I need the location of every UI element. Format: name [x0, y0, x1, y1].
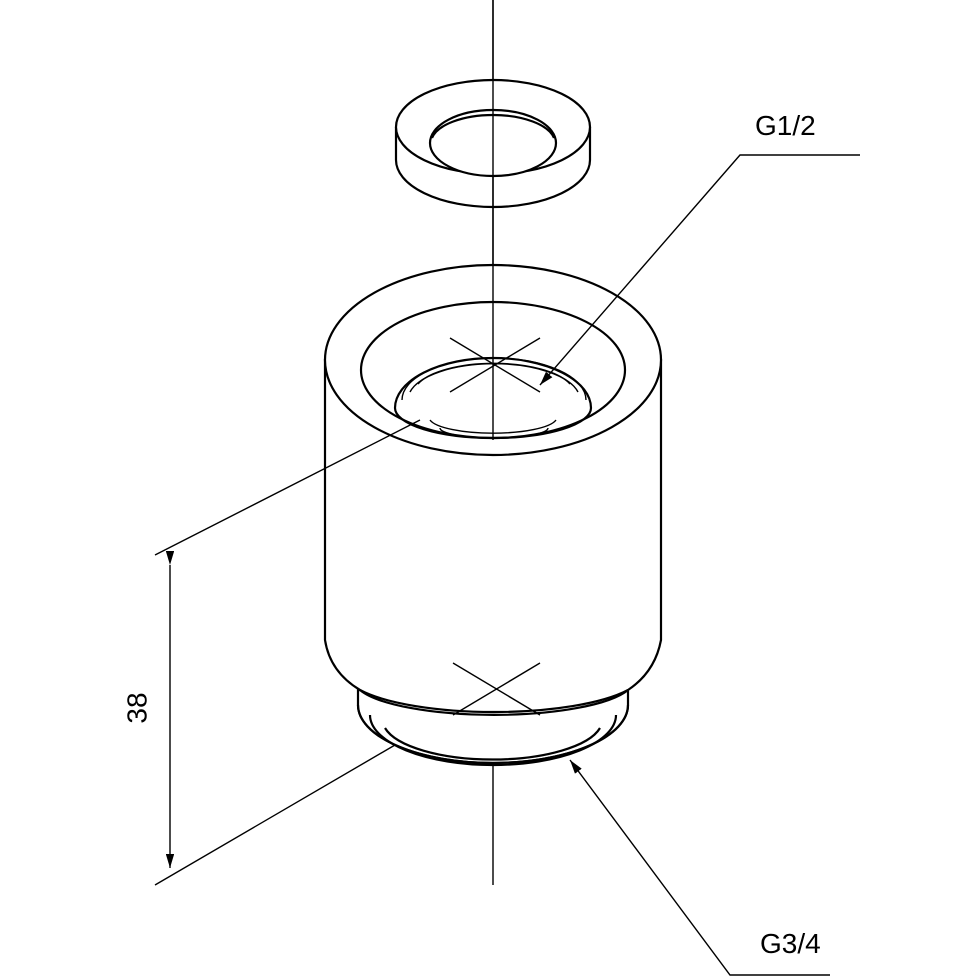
height-dimension-label: 38	[121, 692, 153, 724]
leader-g12	[539, 154, 860, 386]
height-dimension	[154, 419, 421, 886]
thread-label-bottom: G3/4	[760, 928, 821, 959]
thread-label-top: G1/2	[755, 110, 816, 141]
washer	[394, 0, 592, 240]
leader-g34	[569, 759, 830, 976]
adapter-body	[323, 240, 663, 767]
